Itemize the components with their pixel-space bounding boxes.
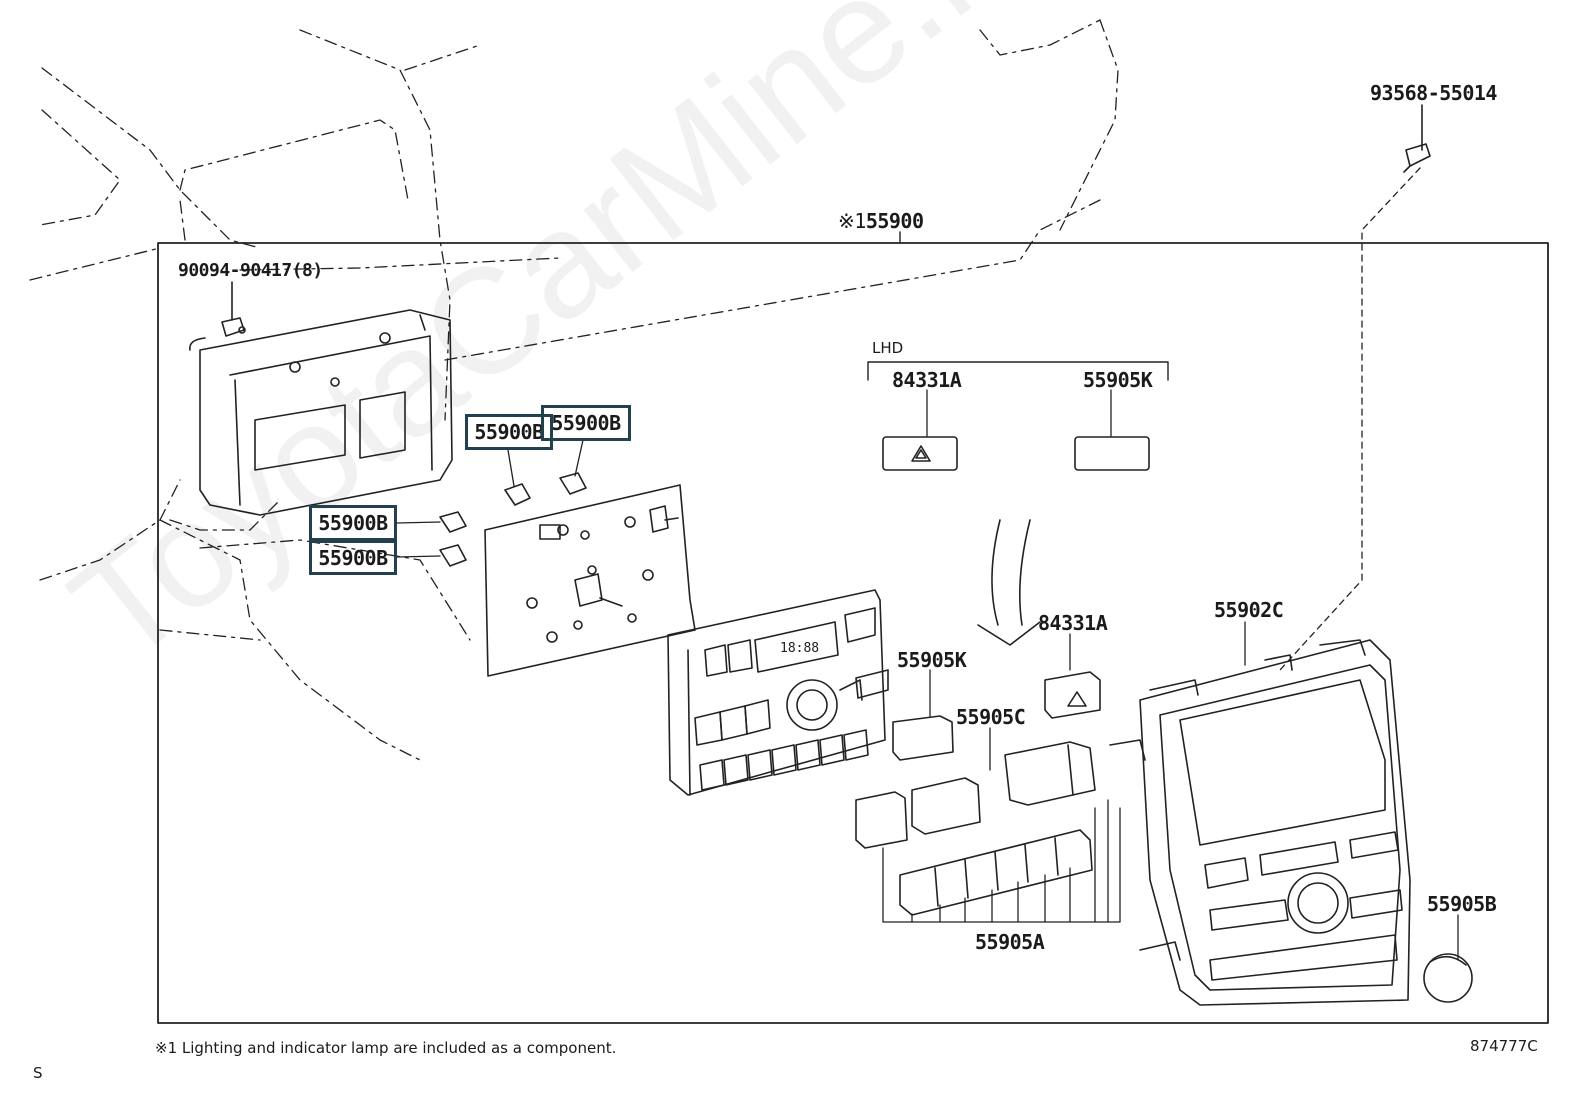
label-lhd: LHD xyxy=(872,339,904,357)
footnote: ※1 Lighting and indicator lamp are inclu… xyxy=(155,1039,617,1057)
label-assembly: ※155900 xyxy=(838,211,924,231)
label-clip: 90094-90417(8) xyxy=(178,260,323,281)
screw-icon xyxy=(1403,104,1431,173)
blank-switch-lhd xyxy=(1074,436,1150,471)
assembly-number: 55900 xyxy=(865,209,924,233)
highlight-bulb-4[interactable]: 55900B xyxy=(309,540,397,575)
switches-a-bracket xyxy=(882,799,1121,923)
control-unit xyxy=(667,589,889,796)
switch-small xyxy=(855,791,908,849)
highlight-bulb-1[interactable]: 55900B xyxy=(465,414,553,450)
label-switch-c: 55905C xyxy=(956,705,1026,729)
label-lhd-blank: 55905K xyxy=(1083,368,1153,392)
hazard-switch-lhd xyxy=(882,436,958,471)
label-screw: 93568-55014 xyxy=(1370,81,1497,105)
bulb-icon xyxy=(439,472,587,567)
dashboard-outline xyxy=(29,19,1119,761)
leader-lines xyxy=(396,389,1459,961)
clip-icon xyxy=(221,281,246,337)
switches-a-row xyxy=(899,829,1093,916)
knob-icon xyxy=(1423,953,1473,1003)
highlight-bulb-3[interactable]: 55900B xyxy=(309,505,397,541)
lhd-bracket xyxy=(867,361,1169,381)
assembly-mark: ※1 xyxy=(838,209,866,233)
label-blank-switch: 55905K xyxy=(897,648,967,672)
assembly-frame xyxy=(157,242,1549,1024)
circuit-board xyxy=(484,484,696,677)
hazard-switch xyxy=(1044,671,1101,719)
direction-arrow xyxy=(977,519,1041,646)
bezel xyxy=(1109,639,1411,1006)
label-switches-a: 55905A xyxy=(975,930,1045,954)
corner-mark: S xyxy=(33,1064,43,1082)
highlight-bulb-2[interactable]: 55900B xyxy=(541,405,631,441)
housing-bracket xyxy=(188,309,453,516)
label-bezel: 55902C xyxy=(1214,598,1284,622)
switch-c xyxy=(911,777,981,835)
figure-code: 874777C xyxy=(1470,1037,1538,1055)
display-reading: 18:88 xyxy=(780,641,819,656)
blank-switch xyxy=(892,715,954,761)
label-knob: 55905B xyxy=(1427,892,1497,916)
switch-c-pair xyxy=(1004,741,1096,806)
label-hazard-switch: 84331A xyxy=(1038,611,1108,635)
label-lhd-hazard: 84331A xyxy=(892,368,962,392)
